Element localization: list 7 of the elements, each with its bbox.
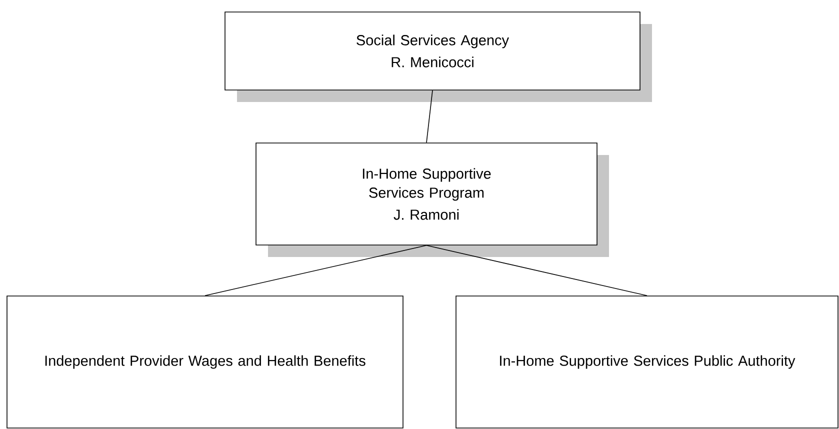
org-box: In-Home Supportive Services Public Authority <box>456 296 838 428</box>
org-box: Independent Provider Wages and Health Benefits <box>6 296 404 428</box>
connector-line <box>204 245 427 296</box>
org-box: Social Services Agency R. Menicocci <box>224 12 652 102</box>
connector-line <box>426 90 433 143</box>
connector-line <box>426 245 648 296</box>
org-box: In-Home Supportive Services Program J. Ramoni <box>256 142 609 257</box>
